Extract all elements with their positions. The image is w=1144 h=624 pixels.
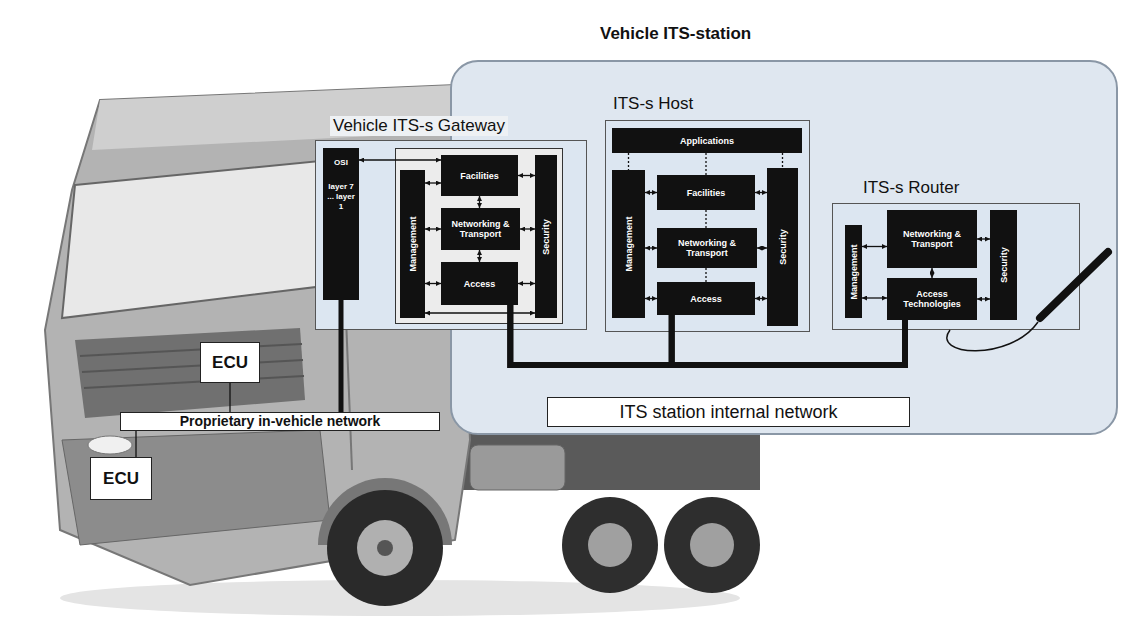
- windshield: [62, 160, 332, 318]
- gateway-box: Vehicle ITS-s GatewayOSIlayer 7 ... laye…: [315, 140, 587, 330]
- connector: [755, 298, 767, 299]
- group-heading: Vehicle ITS-s Gateway: [330, 116, 508, 136]
- security-bar: Security: [535, 155, 557, 318]
- vertical-label: Security: [541, 219, 551, 255]
- box-label: Networking & Transport: [442, 219, 519, 239]
- connector: [520, 228, 535, 229]
- network-label-box: ITS station internal network: [547, 397, 910, 427]
- connector: [479, 196, 480, 208]
- box-label: Access Technologies: [888, 289, 976, 309]
- truck-chassis: [440, 430, 760, 490]
- access-box: Access: [441, 262, 518, 305]
- ground-shadow: [60, 580, 740, 616]
- box-label: Networking & Transport: [888, 229, 976, 249]
- box-label: Applications: [680, 136, 734, 146]
- networking-box: Networking & Transport: [887, 210, 977, 268]
- management-bar: Management: [400, 170, 425, 318]
- dotted-link: [705, 153, 706, 175]
- dotted-link: [705, 268, 706, 282]
- box-label: Facilities: [460, 171, 499, 181]
- connector: [229, 383, 230, 412]
- box-label: Networking & Transport: [658, 238, 756, 258]
- connector: [757, 247, 767, 248]
- connector: [339, 300, 344, 412]
- wheel-hub: [357, 520, 413, 576]
- box-label: ITS station internal network: [619, 402, 837, 423]
- box-label: Proprietary in-vehicle network: [180, 414, 381, 429]
- grille-slats: [80, 344, 304, 388]
- box-label: Access: [464, 279, 496, 289]
- host-box: ITS-s HostApplicationsManagementFaciliti…: [605, 120, 810, 332]
- rear-wheel: [664, 497, 760, 593]
- group-heading: ITS-s Router: [863, 178, 959, 198]
- connector: [425, 283, 441, 284]
- dotted-link: [782, 153, 783, 168]
- facilities-box: Facilities: [657, 175, 755, 210]
- wheel-arch: [318, 478, 452, 545]
- connector: [425, 228, 441, 229]
- networking-box: Networking & Transport: [657, 228, 757, 268]
- connector: [862, 246, 887, 247]
- wheel-hub: [588, 523, 632, 567]
- connector: [977, 298, 990, 299]
- box-label: Facilities: [687, 188, 726, 198]
- vertical-label: Management: [624, 216, 634, 271]
- facilities-box: Facilities: [441, 155, 518, 196]
- connector: [645, 298, 657, 299]
- network-band: Proprietary in-vehicle network: [120, 412, 440, 431]
- network-bus: [510, 305, 905, 365]
- connector: [931, 268, 932, 278]
- box-label: ECU: [212, 353, 248, 373]
- connector: [645, 192, 657, 193]
- router-box: ITS-s RouterManagementNetworking & Trans…: [832, 203, 1080, 330]
- vertical-label: Security: [778, 229, 788, 265]
- management-bar: Management: [612, 170, 645, 318]
- bumper: [62, 430, 330, 545]
- connector: [425, 182, 441, 183]
- group-heading: ITS-s Host: [613, 94, 693, 114]
- networking-box: Networking & Transport: [441, 208, 520, 250]
- vertical-label: Management: [408, 216, 418, 271]
- ecu-box: ECU: [200, 342, 260, 383]
- antenna-wire: [947, 322, 1038, 351]
- fuel-tank: [470, 445, 565, 490]
- connector: [518, 283, 535, 284]
- box-label: OSI: [334, 158, 348, 168]
- box-label: layer 7 ... layer 1: [324, 182, 358, 212]
- wheel-center: [377, 540, 393, 556]
- vertical-label: Security: [999, 247, 1009, 283]
- grille: [75, 328, 305, 418]
- antenna: [1040, 252, 1108, 318]
- connector: [518, 175, 535, 176]
- group-heading: Vehicle ITS-station: [600, 24, 751, 44]
- connector: [977, 238, 990, 239]
- headlight: [88, 436, 132, 454]
- connector: [135, 431, 136, 457]
- applications-bar: Applications: [612, 128, 802, 153]
- ecu-box: ECU: [90, 457, 152, 500]
- vertical-label: Management: [849, 244, 859, 299]
- dotted-link: [628, 153, 629, 170]
- box-label: Access: [690, 294, 722, 304]
- connector: [425, 312, 535, 313]
- network-bus: [672, 315, 905, 365]
- connector: [645, 247, 657, 248]
- security-bar: Security: [990, 210, 1017, 320]
- connector: [359, 159, 441, 160]
- dotted-link: [705, 210, 706, 228]
- access-box: Access Technologies: [887, 278, 977, 320]
- connector: [755, 192, 767, 193]
- access-box: Access: [657, 282, 755, 315]
- front-wheel: [327, 490, 443, 606]
- network-bus: [510, 305, 671, 365]
- security-bar: Security: [767, 168, 798, 326]
- rear-wheel: [562, 497, 658, 593]
- connector: [479, 250, 480, 262]
- osi-stack: OSI layer 7 ... layer 1: [323, 148, 359, 300]
- wheel-hub: [690, 523, 734, 567]
- connector: [862, 297, 887, 298]
- management-bar: Management: [845, 225, 862, 318]
- box-label: ECU: [103, 469, 139, 489]
